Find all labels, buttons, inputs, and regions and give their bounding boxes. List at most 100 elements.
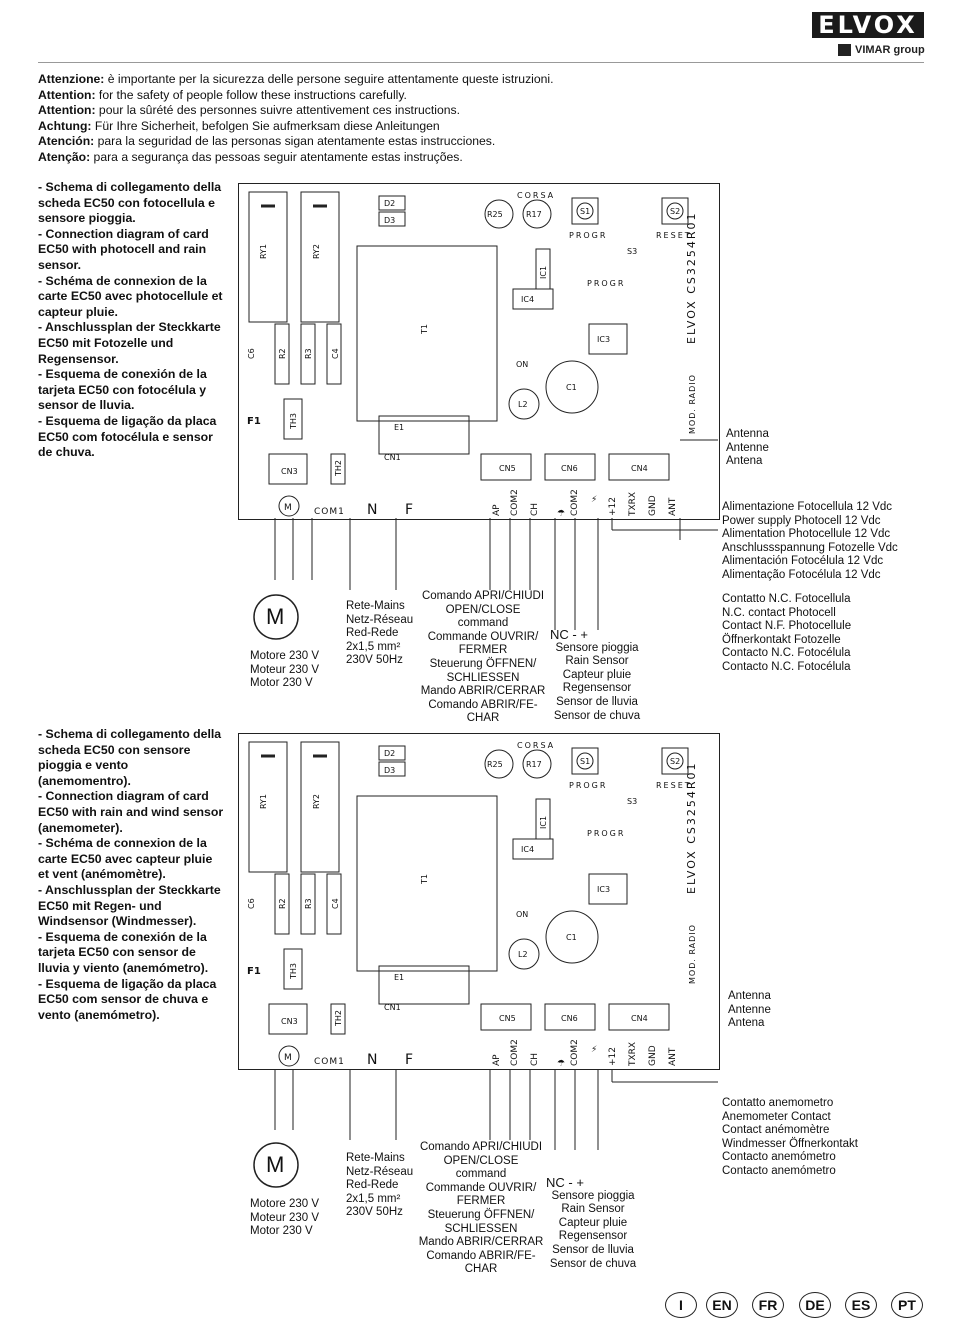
safety-warnings: Attenzione: è importante per la sicurezz… xyxy=(38,72,738,166)
part-ic4: IC4 xyxy=(521,845,534,854)
part-e1: E1 xyxy=(394,423,404,432)
lang-badge-it[interactable]: I xyxy=(665,1292,697,1318)
ant-terminal: ANT xyxy=(668,1047,678,1066)
rain-sensor-icon: ☂ xyxy=(557,1059,565,1069)
part-th3: TH3 xyxy=(289,963,298,980)
warning-it: Attenzione: è importante per la sicurezz… xyxy=(38,72,554,86)
part-ry2: RY2 xyxy=(312,794,321,809)
circuit-board-1: RY1 RY2 C6 R2 R3 C4 F1 TH3 CN3 TH2 T1 E1… xyxy=(238,183,720,520)
part-th2: TH2 xyxy=(334,1010,343,1027)
com2-terminal-2: COM2 xyxy=(570,1039,580,1066)
part-f1: F1 xyxy=(247,416,261,427)
part-d2: D2 xyxy=(384,749,395,758)
part-r25: R25 xyxy=(487,760,503,769)
com1-terminal: COM1 xyxy=(314,507,345,517)
part-ry2: RY2 xyxy=(312,244,321,259)
part-cn1: CN1 xyxy=(384,453,401,462)
elvox-logo: ELVOX xyxy=(812,12,924,38)
description2-es: - Esquema de conexión de la tarjeta EC50… xyxy=(38,929,209,975)
ch-terminal: CH xyxy=(530,1053,540,1066)
description2-de: - Anschlussplan der Steckkarte EC50 mit … xyxy=(38,882,221,929)
motor-label-2: M xyxy=(266,1152,285,1177)
part-r3: R3 xyxy=(304,898,313,909)
part-ic3: IC3 xyxy=(597,335,610,344)
ch-terminal: CH xyxy=(530,503,540,516)
vimar-group-label: VIMAR group xyxy=(855,44,925,56)
part-cn3: CN3 xyxy=(281,467,298,476)
warning-fr: Attention: pour la sûrété des personnes … xyxy=(38,103,461,118)
motor-symbol-1 xyxy=(253,594,299,640)
lang-badge-fr[interactable]: FR xyxy=(752,1292,784,1318)
part-s3: S3 xyxy=(627,247,637,256)
part-e1: E1 xyxy=(394,973,404,982)
com2-terminal-1: COM2 xyxy=(510,489,520,516)
part-r17: R17 xyxy=(526,210,542,219)
progr-label-2: PROGR xyxy=(587,829,625,838)
motor-label-1: M xyxy=(266,604,285,629)
part-c4: C4 xyxy=(331,898,340,909)
board-2-drawing: RY1 RY2 C6 R2 R3 C4 F1 TH3 CN3 TH2 T1 E1… xyxy=(247,741,698,1069)
warning-pt: Atenção: para a segurança das pessoas se… xyxy=(38,149,463,164)
lang-badge-pt[interactable]: PT xyxy=(891,1292,923,1318)
motor-terminal-symbol: M xyxy=(284,1053,292,1063)
photocell-icon: ⚡ xyxy=(591,495,597,505)
com1-terminal: COM1 xyxy=(314,1057,345,1067)
part-c1: C1 xyxy=(566,383,577,392)
txrx-terminal: TXRX xyxy=(628,492,638,517)
ap-terminal: AP xyxy=(492,504,502,516)
part-ic4: IC4 xyxy=(521,295,534,304)
n-terminal: N xyxy=(367,502,377,518)
part-cn4: CN4 xyxy=(631,1014,648,1023)
txrx-terminal: TXRX xyxy=(628,1042,638,1067)
circuit-board-2: RY1 RY2 C6 R2 R3 C4 F1 TH3 CN3 TH2 T1 E1… xyxy=(238,733,720,1070)
part-s1: S1 xyxy=(580,207,590,216)
part-d2: D2 xyxy=(384,199,395,208)
description-pt: - Esquema de ligação da placa EC50 com f… xyxy=(38,413,217,460)
part-r3: R3 xyxy=(304,348,313,359)
lang-badge-es[interactable]: ES xyxy=(845,1292,877,1318)
part-th2: TH2 xyxy=(334,460,343,477)
description-en: - Connection diagram of card EC50 with p… xyxy=(38,226,209,272)
part-th3: TH3 xyxy=(289,413,298,430)
part-r25: R25 xyxy=(487,210,503,219)
plus12-terminal: +12 xyxy=(608,1047,618,1066)
lang-badge-de[interactable]: DE xyxy=(799,1292,831,1318)
plus12-terminal: +12 xyxy=(608,497,618,516)
part-t1: T1 xyxy=(420,874,429,885)
part-c4: C4 xyxy=(331,348,340,359)
description2-pt: - Esquema de ligação da placa EC50 com s… xyxy=(38,976,217,1022)
part-s2: S2 xyxy=(670,757,680,766)
warning-en: Attention: for the safety of people foll… xyxy=(38,87,407,102)
part-s2: S2 xyxy=(670,207,680,216)
part-r17: R17 xyxy=(526,760,542,769)
lang-badge-en[interactable]: EN xyxy=(706,1292,738,1318)
diagram1-description: - Schema di collegamento della scheda EC… xyxy=(38,180,224,461)
description-es: - Esquema de conexión de la tarjeta EC50… xyxy=(38,367,207,413)
progr-label-1: PROGR xyxy=(569,781,607,790)
part-c1: C1 xyxy=(566,933,577,942)
model-label: ELVOX CS3254R01 xyxy=(685,762,698,895)
part-t1: T1 xyxy=(420,324,429,335)
on-label: ON xyxy=(516,360,528,369)
vimar-logo-icon xyxy=(838,44,851,56)
description-de: - Anschlussplan der Steckkarte EC50 mit … xyxy=(38,320,221,366)
part-cn6: CN6 xyxy=(561,464,578,473)
anemometer-icon: ⚡ xyxy=(591,1045,597,1055)
part-cn4: CN4 xyxy=(631,464,648,473)
model-label: ELVOX CS3254R01 xyxy=(685,212,698,345)
corsa-label: CORSA xyxy=(517,191,555,200)
part-ic3: IC3 xyxy=(597,885,610,894)
part-d3: D3 xyxy=(384,216,395,225)
gnd-terminal: GND xyxy=(648,495,658,516)
part-ry1: RY1 xyxy=(259,794,268,809)
part-r2: R2 xyxy=(278,898,287,909)
part-r2: R2 xyxy=(278,348,287,359)
